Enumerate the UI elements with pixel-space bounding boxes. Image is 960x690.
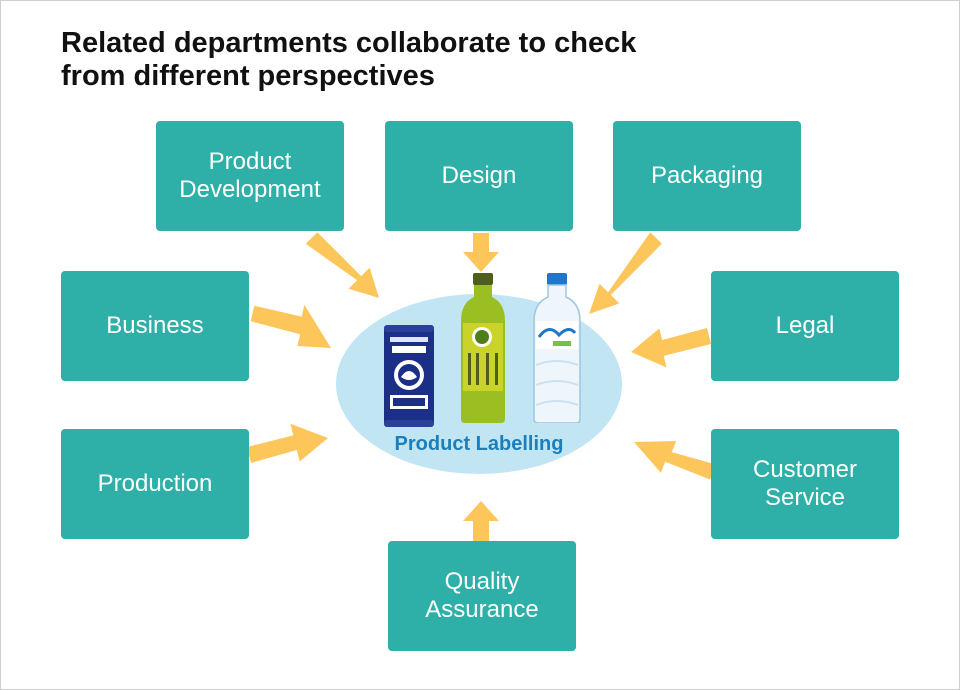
department-label-line: Product [208, 148, 292, 175]
arrow-from-product-development [305, 232, 379, 298]
arrow-from-quality-assurance [463, 501, 499, 544]
department-label: Legal [775, 312, 835, 339]
product-labelling-label: Product Labelling [394, 433, 564, 455]
department-legal: Legal [711, 271, 899, 381]
arrow-from-legal [631, 328, 711, 368]
arrow-from-packaging [589, 232, 662, 314]
title-line-2: from different perspectives [61, 60, 435, 92]
department-product-development: Product Development [156, 121, 344, 231]
department-label: Business [106, 312, 204, 339]
department-label: Design [441, 162, 517, 189]
department-label-line: Customer [752, 456, 858, 483]
department-packaging: Packaging [613, 121, 801, 231]
arrow-from-business [250, 304, 331, 348]
department-label-line: Quality [444, 568, 520, 595]
department-label-line: Assurance [425, 596, 539, 623]
department-design: Design [385, 121, 573, 231]
department-label-line: Service [764, 484, 846, 511]
arrow-from-design [463, 233, 499, 272]
green-tea-bottle-icon [461, 273, 505, 423]
department-production: Production [61, 429, 249, 539]
department-customer-service: Customer Service [711, 429, 899, 539]
arrow-from-customer-service [634, 441, 716, 480]
arrow-from-production [247, 423, 328, 463]
coffee-can-icon [384, 325, 434, 427]
product-labelling-hub: Product Labelling [336, 273, 622, 479]
water-bottle-icon [533, 273, 581, 423]
department-quality-assurance: Quality Assurance [388, 541, 576, 651]
department-label: Production [97, 470, 213, 497]
page-title: Related departments collaborate to check… [61, 27, 636, 93]
department-business: Business [61, 271, 249, 381]
department-label-line: Development [179, 176, 321, 203]
title-line-1: Related departments collaborate to check [61, 27, 637, 59]
department-label: Packaging [650, 162, 764, 189]
